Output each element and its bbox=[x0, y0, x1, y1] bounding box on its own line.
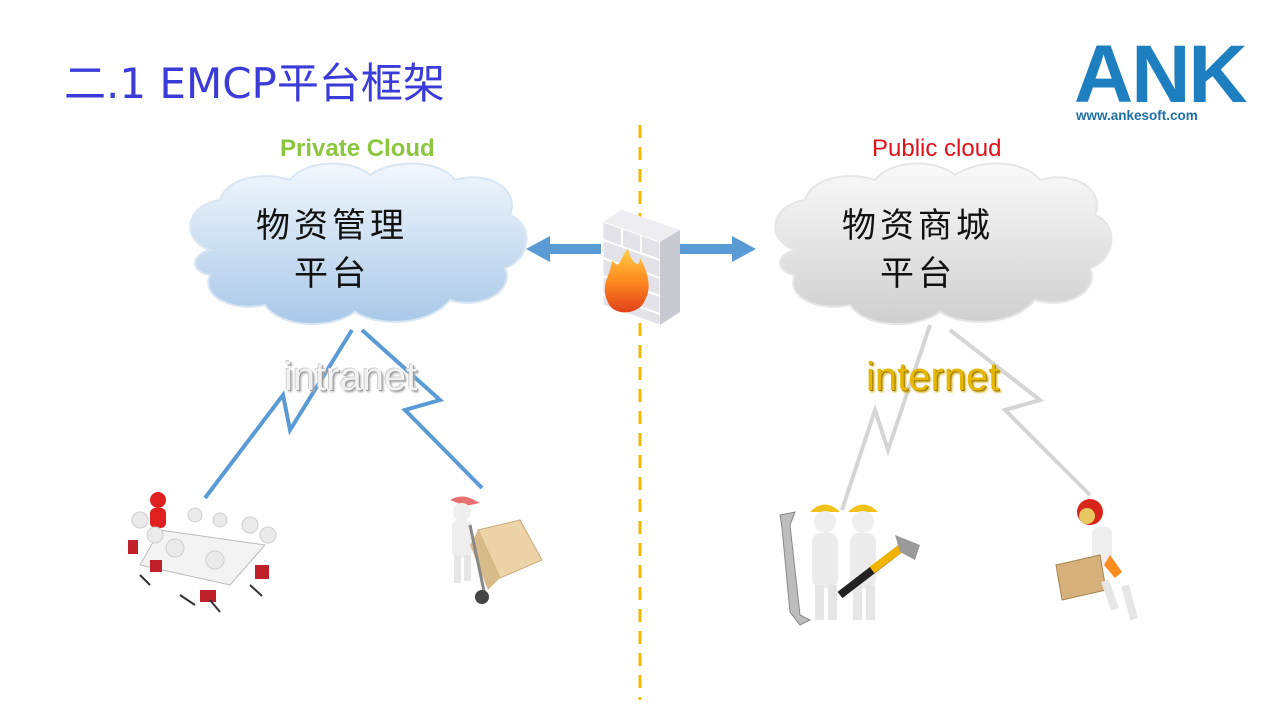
private-cloud-line2: 平台 bbox=[294, 254, 370, 294]
firewall-icon bbox=[602, 210, 680, 326]
private-cloud-line1: 物资管理 bbox=[256, 206, 408, 246]
public-cloud-line2: 平台 bbox=[880, 254, 956, 294]
intranet-link-left bbox=[203, 328, 354, 500]
flame-icon bbox=[604, 248, 649, 313]
public-cloud-label: Public cloud bbox=[872, 135, 1002, 162]
arrow-to-private-cloud bbox=[526, 236, 601, 262]
private-cloud-shape bbox=[189, 162, 528, 326]
private-cloud-title: 物资管理 平台 bbox=[212, 202, 452, 298]
public-cloud-shape bbox=[774, 162, 1113, 326]
public-cloud-title: 物资商城 平台 bbox=[798, 202, 1038, 298]
internet-link-right bbox=[948, 328, 1092, 497]
slide-title: 二.1 EMCP平台框架 bbox=[64, 59, 445, 108]
logo-url: www.ankesoft.com bbox=[1076, 108, 1198, 123]
private-cloud-label: Private Cloud bbox=[280, 135, 435, 162]
public-cloud-line1: 物资商城 bbox=[842, 206, 994, 246]
meeting-team-icon bbox=[128, 492, 277, 613]
intranet-label: intranet bbox=[284, 355, 418, 399]
workers-with-tools-icon bbox=[779, 504, 920, 626]
intranet-link-right bbox=[360, 328, 484, 490]
internet-link-left bbox=[840, 324, 932, 511]
logo-brand: ANK bbox=[1074, 29, 1248, 120]
delivery-worker-icon bbox=[450, 496, 543, 604]
arrow-to-public-cloud bbox=[679, 236, 756, 262]
ank-logo: ANK www.ankesoft.com bbox=[1072, 34, 1248, 130]
internet-label: internet bbox=[866, 355, 1000, 399]
jetpack-courier-icon bbox=[1055, 499, 1139, 621]
